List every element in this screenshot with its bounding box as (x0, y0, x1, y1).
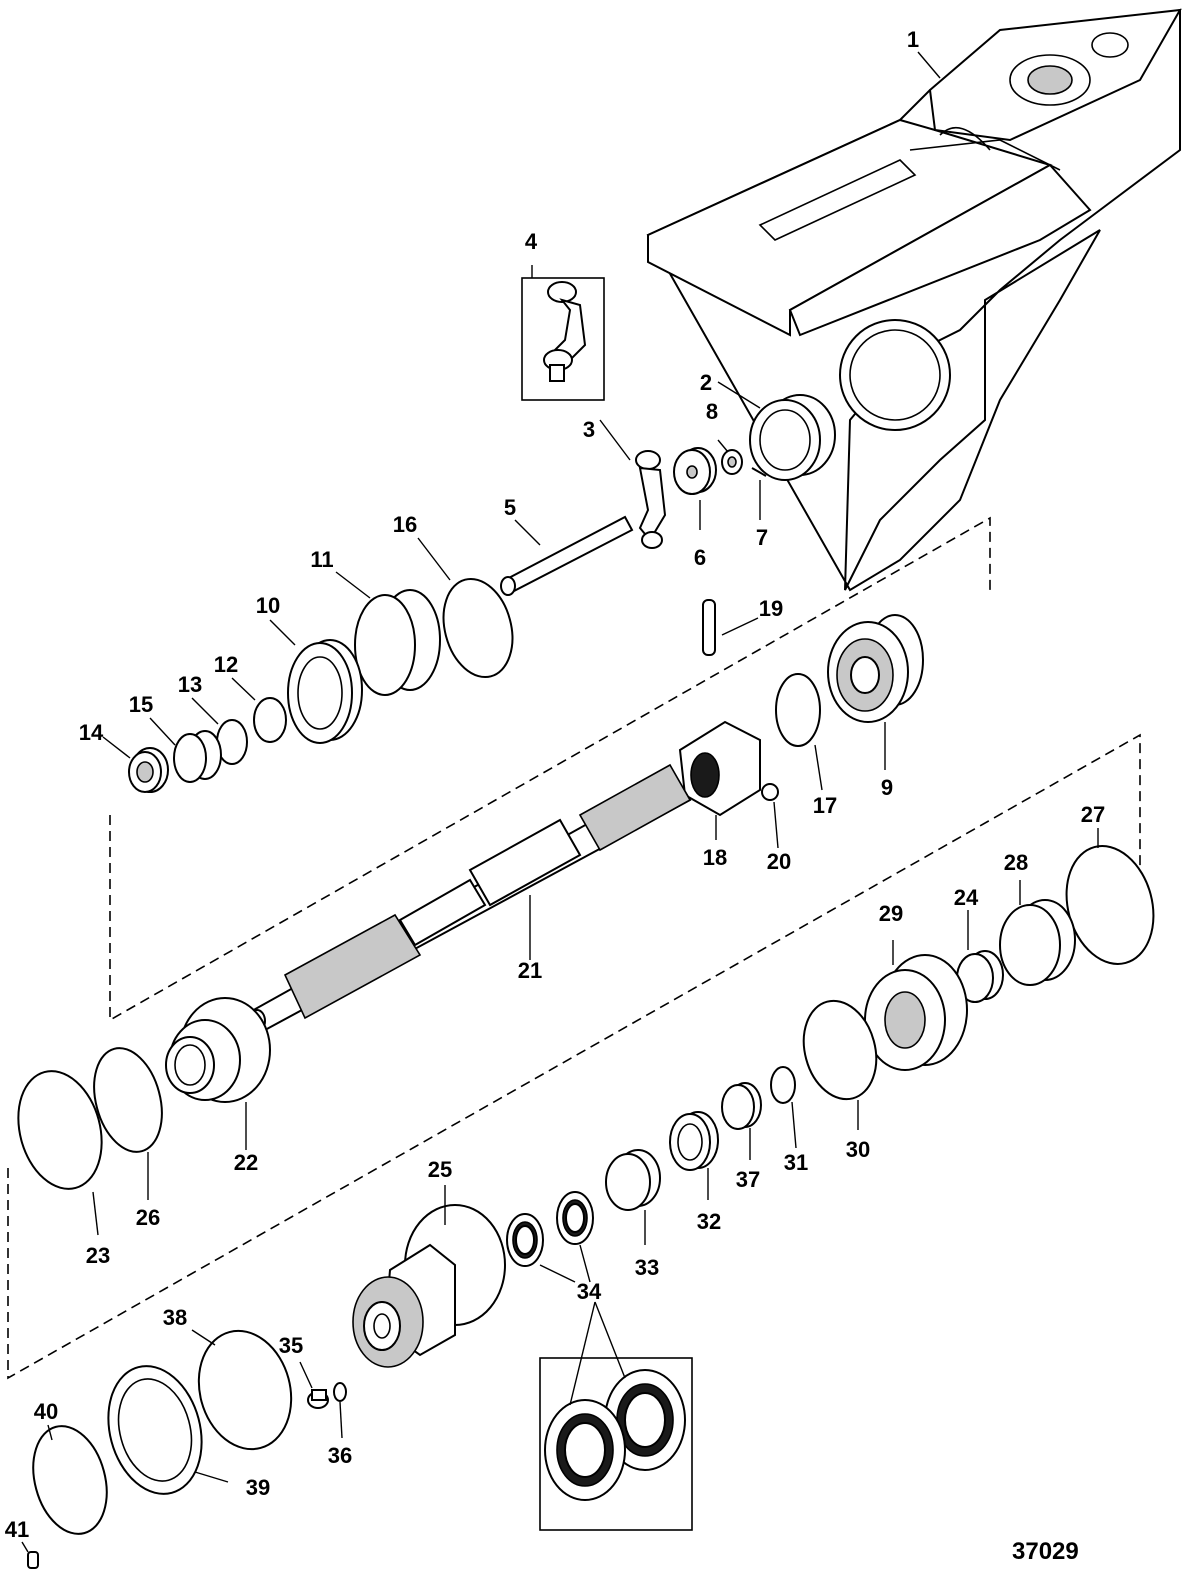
sleeve-33 (605, 1149, 661, 1211)
snap-ring-12 (253, 697, 287, 743)
bearing-carrier-22 (165, 997, 271, 1103)
shift-crank-detail-box (521, 277, 605, 401)
seal-34-b (506, 1213, 544, 1267)
callout-23: 23 (85, 1243, 111, 1268)
callout-31: 31 (783, 1150, 809, 1175)
callout-4: 4 (524, 229, 538, 254)
clutch-18 (678, 720, 761, 817)
callout-3: 3 (582, 417, 596, 442)
retainer-38 (197, 1329, 293, 1451)
callout-27: 27 (1080, 802, 1106, 827)
lock-nut-39 (107, 1365, 203, 1495)
bearing-10 (287, 639, 363, 744)
gear-carrier-25 (352, 1204, 506, 1368)
gear-housing-illustration (646, 8, 1182, 592)
gear-6 (673, 447, 717, 495)
o-ring-16 (442, 577, 514, 679)
callout-2: 2 (699, 370, 713, 395)
shift-crank-large-illustration (543, 281, 587, 382)
callout-17: 17 (812, 793, 838, 818)
roller-bearing-24 (956, 950, 1004, 1003)
propeller-shaft-illustration (248, 763, 692, 1033)
bushing-37 (721, 1082, 762, 1130)
bushing-14 (128, 747, 169, 793)
pin-41 (27, 1551, 39, 1569)
seal-pair-detail-box (539, 1357, 693, 1531)
callout-1: 1 (906, 27, 920, 52)
washer-36 (333, 1382, 347, 1402)
ring-40 (32, 1425, 108, 1535)
callout-19: 19 (758, 596, 784, 621)
ring-31 (770, 1066, 796, 1104)
callout-29: 29 (878, 901, 904, 926)
seal-34-a (556, 1191, 594, 1245)
bearing-cup-2 (749, 394, 836, 481)
ring-30 (802, 999, 878, 1101)
bearing-cup-11 (354, 589, 441, 696)
pin-7 (751, 467, 767, 477)
callout-11: 11 (310, 547, 334, 572)
callout-25: 25 (427, 1157, 453, 1182)
gear-9 (827, 614, 924, 723)
callout-41: 41 (4, 1517, 30, 1542)
ring-23 (17, 1070, 103, 1190)
callout-39: 39 (245, 1475, 271, 1500)
callout-16: 16 (392, 512, 418, 537)
sleeve-15 (173, 730, 222, 783)
callout-34: 34 (576, 1279, 602, 1304)
callout-26: 26 (135, 1205, 161, 1230)
ring-26 (93, 1047, 163, 1153)
callout-12: 12 (213, 652, 239, 677)
callout-5: 5 (503, 495, 517, 520)
ring-17 (775, 673, 821, 747)
callout-8: 8 (705, 399, 719, 424)
bearing-29 (864, 954, 968, 1071)
callout-36: 36 (327, 1443, 353, 1468)
callout-32: 32 (696, 1209, 722, 1234)
nut-20 (761, 783, 779, 801)
callout-6: 6 (693, 545, 707, 570)
assembly-guide-lines (7, 516, 1141, 1380)
callout-10: 10 (255, 593, 281, 618)
callout-28: 28 (1003, 850, 1029, 875)
shift-shaft-5 (500, 515, 634, 596)
callout-21: 21 (517, 958, 543, 983)
callout-18: 18 (702, 845, 728, 870)
callout-13: 13 (177, 672, 203, 697)
figure-number: 37029 (1012, 1538, 1079, 1565)
callout-38: 38 (162, 1305, 188, 1330)
callout-20: 20 (766, 849, 792, 874)
pin-19 (702, 599, 716, 656)
sleeve-8 (721, 449, 743, 475)
callout-15: 15 (128, 692, 154, 717)
shift-crank-3 (635, 450, 667, 549)
callout-14: 14 (78, 720, 104, 745)
bearing-32 (669, 1111, 719, 1171)
callout-9: 9 (880, 775, 894, 800)
callout-22: 22 (233, 1150, 259, 1175)
callout-24: 24 (953, 885, 979, 910)
callout-30: 30 (845, 1137, 871, 1162)
bolt-35 (307, 1389, 329, 1409)
callout-37: 37 (735, 1167, 761, 1192)
callout-33: 33 (634, 1255, 660, 1280)
callout-40: 40 (33, 1399, 59, 1424)
seal-pair-large-illustration (544, 1369, 686, 1501)
callout-35: 35 (278, 1333, 304, 1358)
bearing-cup-28 (999, 899, 1076, 986)
callout-7: 7 (755, 525, 769, 550)
